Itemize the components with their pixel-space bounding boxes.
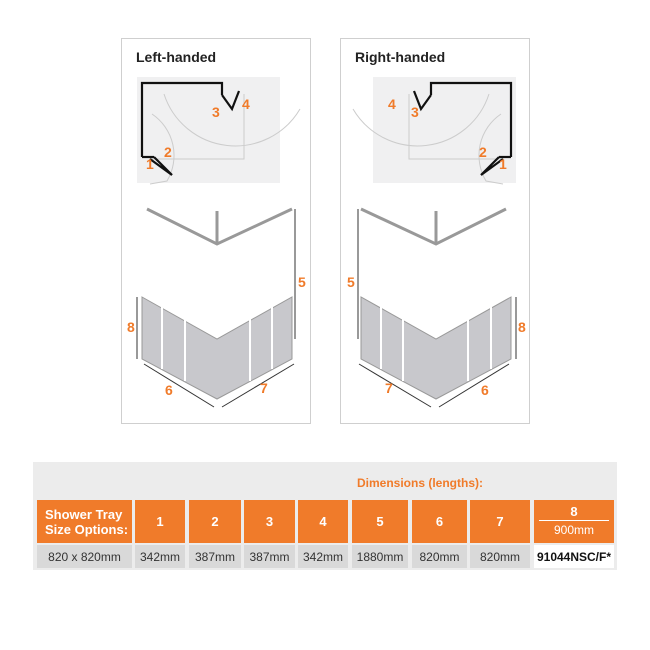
col8-label: 8 [539,504,609,521]
svg-text:8: 8 [127,319,135,335]
svg-text:8: 8 [518,319,526,335]
dim-value: 820mm [470,545,530,568]
col-header: 5 [352,500,408,543]
left-handed-diagram: 12 3 4 5 8 6 7 [127,77,306,408]
dim-value: 342mm [298,545,348,568]
dimensions-table: Dimensions (lengths): Shower Tray Size O… [33,462,617,570]
dim-value: 342mm [135,545,185,568]
product-code: 91044NSC/F* [534,545,614,568]
right-handed-diagram: 12 34 5 8 6 7 [347,77,526,408]
size-options-label: Shower Tray Size Options: [45,506,129,537]
col8-value: 900mm [553,523,594,537]
dim-value: 387mm [189,545,241,568]
svg-text:6: 6 [165,382,173,398]
col8-header: 8 900mm [534,500,614,543]
col-header: 2 [189,500,241,543]
svg-text:2: 2 [479,144,487,160]
size-value: 820 x 820mm [37,545,132,568]
size-options-header: Shower Tray Size Options: [37,500,132,543]
dim-value: 387mm [244,545,295,568]
svg-text:3: 3 [212,104,220,120]
svg-text:5: 5 [298,274,306,290]
svg-text:3: 3 [411,104,419,120]
col-header: 3 [244,500,295,543]
svg-text:6: 6 [481,382,489,398]
svg-text:7: 7 [385,380,393,396]
svg-text:2: 2 [164,144,172,160]
svg-text:1: 1 [146,156,154,172]
col-header: 6 [412,500,467,543]
svg-text:5: 5 [347,274,355,290]
col-header: 4 [298,500,348,543]
dim-value: 1880mm [352,545,408,568]
svg-text:7: 7 [260,380,268,396]
panel-title: Left-handed [136,49,217,65]
panel-title: Right-handed [355,49,446,65]
col-header: 7 [470,500,530,543]
dim-value: 820mm [412,545,467,568]
svg-text:4: 4 [242,96,250,112]
dimensions-title: Dimensions (lengths): [356,476,483,490]
col-header: 1 [135,500,185,543]
svg-text:1: 1 [499,156,507,172]
svg-text:4: 4 [388,96,396,112]
